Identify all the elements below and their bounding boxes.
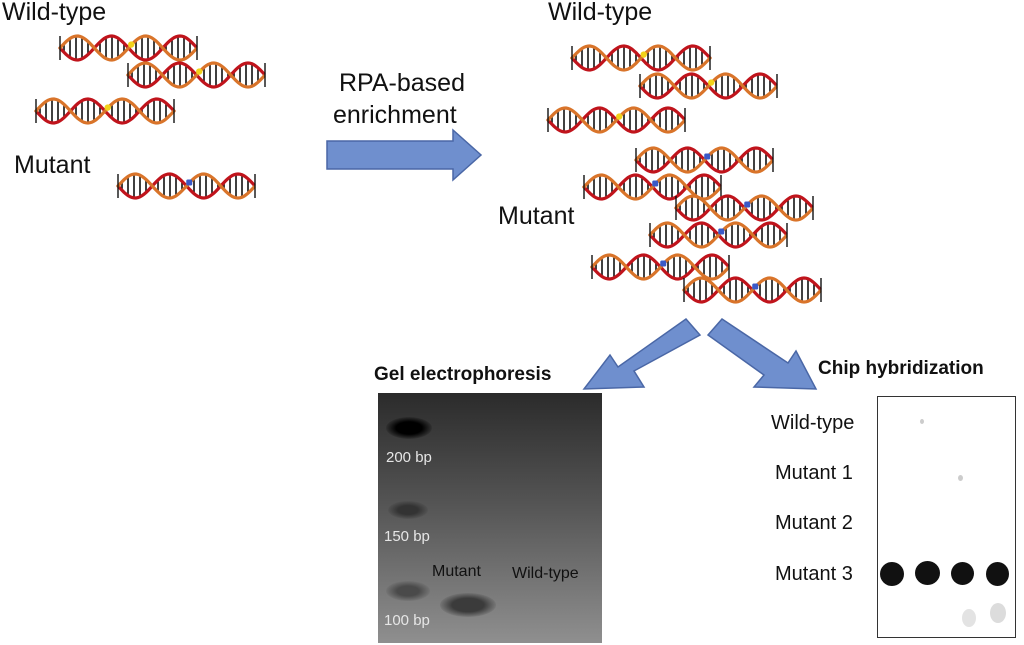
wildtype-snp-marker [196,68,203,75]
mutant-snp-marker [186,179,193,186]
mutant-dna-helix [582,173,722,201]
left-mutant-label: Mutant [14,151,91,179]
chip-row-mutant-3: Mutant 3 [775,563,853,585]
chip-image [877,396,1016,638]
gel-image: 200 bp 150 bp 100 bp Mutant Wild-type [378,393,602,643]
ladder-band-200 [386,417,432,439]
chip-row-wildtype: Wild-type [771,412,855,434]
wildtype-snp-marker [640,51,647,58]
chip-faint-spot [958,475,963,481]
enrichment-arrow [326,128,483,182]
left-wildtype-label: Wild-type [2,0,107,26]
mutant-dna-helix [682,276,822,304]
wildtype-dna-helix [34,97,176,125]
wildtype-dna-helix [570,44,712,72]
mutant-dna-helix [674,194,814,222]
wildtype-dna-helix [638,72,778,100]
split-arrows [582,317,818,390]
wildtype-snp-marker [708,79,715,86]
mutant-snp-marker [718,228,725,235]
ladder-label-100: 100 bp [384,612,430,629]
wildtype-dna-helix [126,61,266,89]
arrow-label-line2: enrichment [333,101,457,129]
ladder-label-200: 200 bp [386,449,432,466]
ladder-label-150: 150 bp [384,528,430,545]
mutant-lane-band [440,593,496,617]
gel-lane-wildtype-label: Wild-type [512,565,579,582]
mutant-dna-helix [648,221,788,249]
chip-title: Chip hybridization [818,358,984,379]
mutant-dna-helix [590,253,730,281]
right-wildtype-label: Wild-type [548,0,653,26]
wildtype-snp-marker [128,41,135,48]
chip-spot [915,561,940,585]
mutant-snp-marker [660,260,667,267]
wildtype-dna-helix [546,106,686,134]
chip-spot [880,562,904,586]
right-mutant-label: Mutant [498,202,575,230]
wildtype-snp-marker [616,113,623,120]
chip-row-mutant-2: Mutant 2 [775,512,853,534]
mutant-dna-helix [634,146,774,174]
gel-title: Gel electrophoresis [374,364,552,385]
chip-row-mutant-1: Mutant 1 [775,462,853,484]
wildtype-dna-helix [58,34,198,62]
mutant-snp-marker [752,283,759,290]
chip-faint-spot [920,419,924,424]
arrow-label-line1: RPA-based [339,69,465,97]
chip-spot [951,562,974,585]
mutant-snp-marker [744,201,751,208]
ladder-band-100 [386,581,430,601]
chip-spot [986,562,1009,586]
chip-faint-spot [962,609,976,627]
mutant-snp-marker [652,180,659,187]
ladder-band-150 [388,501,428,519]
mutant-dna-helix [116,172,256,200]
mutant-snp-marker [704,153,711,160]
chip-faint-spot [990,603,1006,623]
wildtype-snp-marker [104,104,111,111]
gel-lane-mutant-label: Mutant [432,563,481,580]
